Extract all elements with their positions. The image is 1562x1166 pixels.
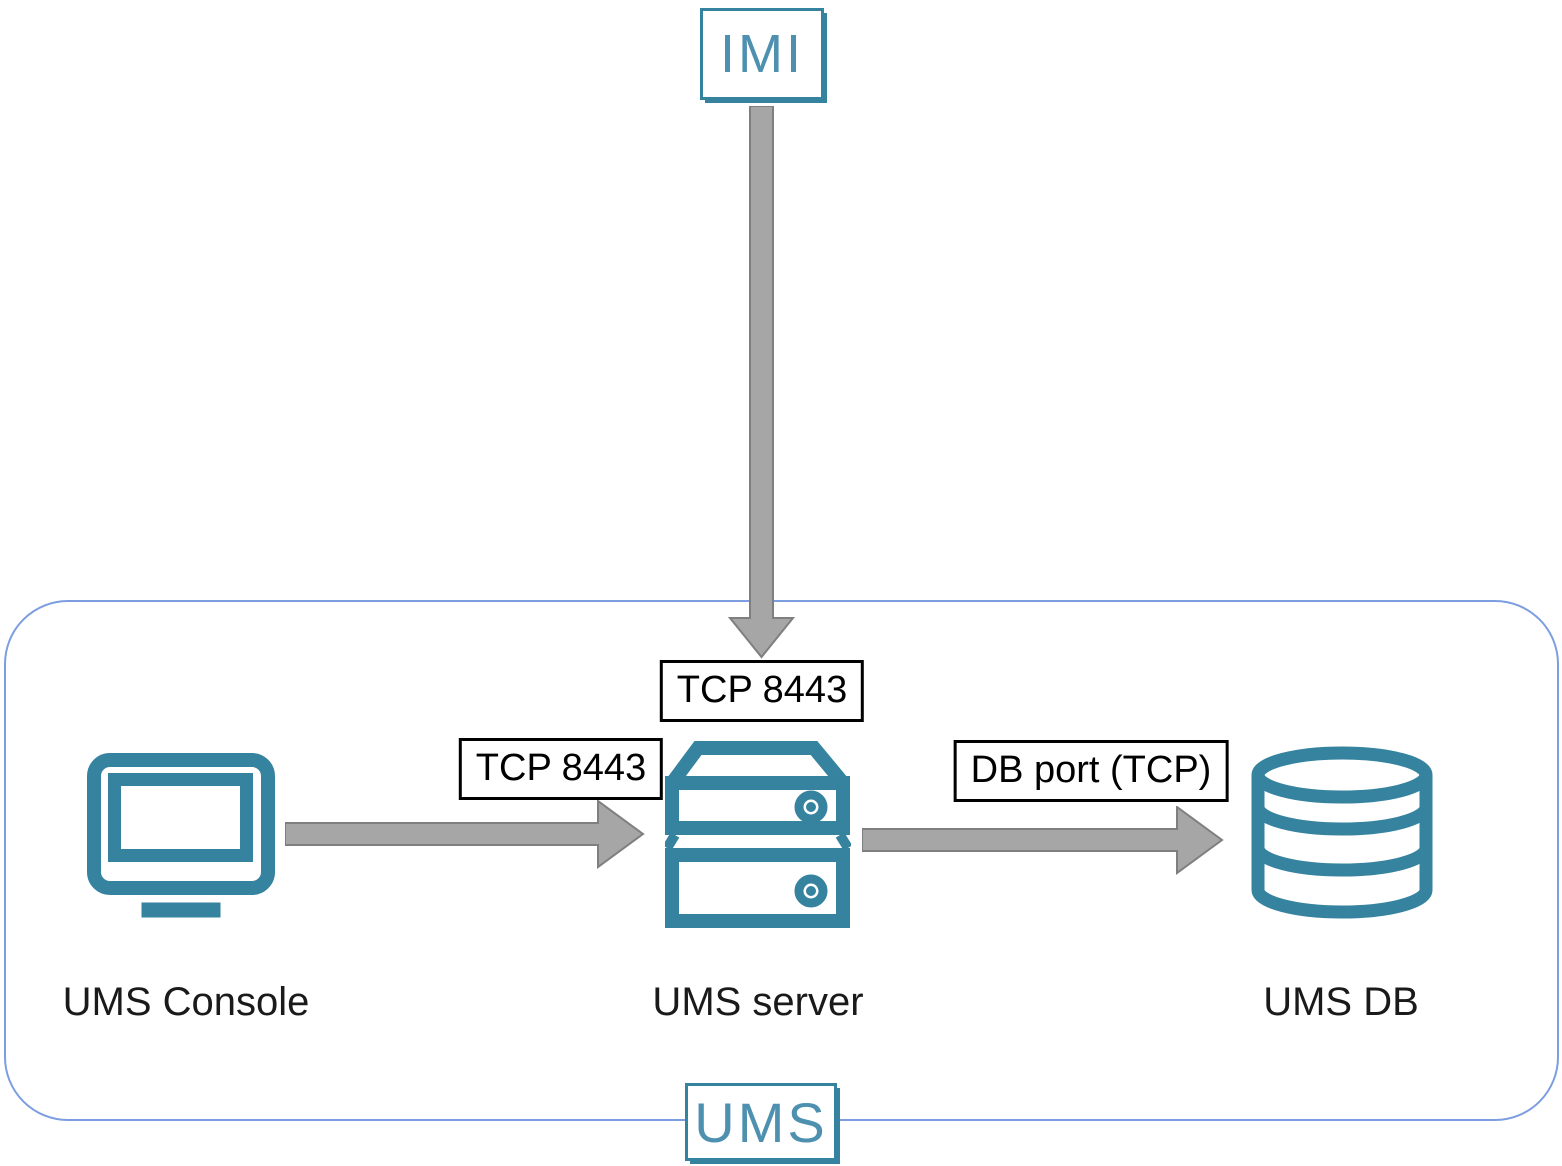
console-node-label: UMS Console: [62, 980, 310, 1024]
imi-label: IMI: [720, 24, 804, 84]
server-to-db-arrow: [862, 806, 1224, 875]
db-node-label: UMS DB: [1263, 980, 1419, 1024]
monitor-icon: [87, 753, 275, 918]
imi-to-server-arrow: [727, 106, 796, 659]
port-label-text: TCP 8443: [676, 669, 848, 711]
port-label-imi-server: TCP 8443: [659, 660, 865, 722]
port-label-server-db: DB port (TCP): [953, 740, 1229, 802]
port-label-text: TCP 8443: [475, 747, 647, 789]
database-icon: [1251, 746, 1433, 919]
ums-group-label: UMS: [694, 1090, 828, 1154]
server-stack-icon: [665, 741, 851, 928]
ums-group-tag: UMS: [685, 1083, 837, 1161]
server-node-label: UMS server: [652, 980, 864, 1024]
port-label-text: DB port (TCP): [970, 749, 1212, 791]
console-to-server-arrow: [285, 800, 645, 869]
port-label-console-server: TCP 8443: [458, 738, 664, 800]
imi-node: IMI: [700, 8, 824, 100]
